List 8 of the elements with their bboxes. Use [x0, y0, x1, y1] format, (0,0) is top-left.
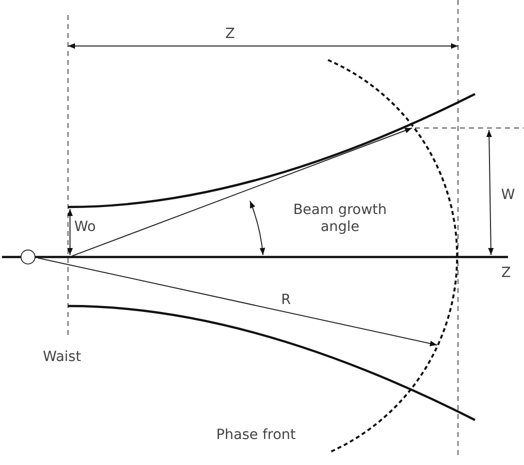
- angle-label: Beam growth angle: [292, 202, 388, 236]
- radius-label: R: [280, 292, 292, 309]
- phase-front-label: Phase front: [215, 427, 297, 444]
- dimension-label: Wo: [73, 219, 97, 236]
- waist-label: Waist: [42, 349, 82, 366]
- dimension-label: W: [500, 187, 516, 204]
- dimension-label: Z: [224, 26, 236, 43]
- axis-label: Z: [500, 265, 512, 282]
